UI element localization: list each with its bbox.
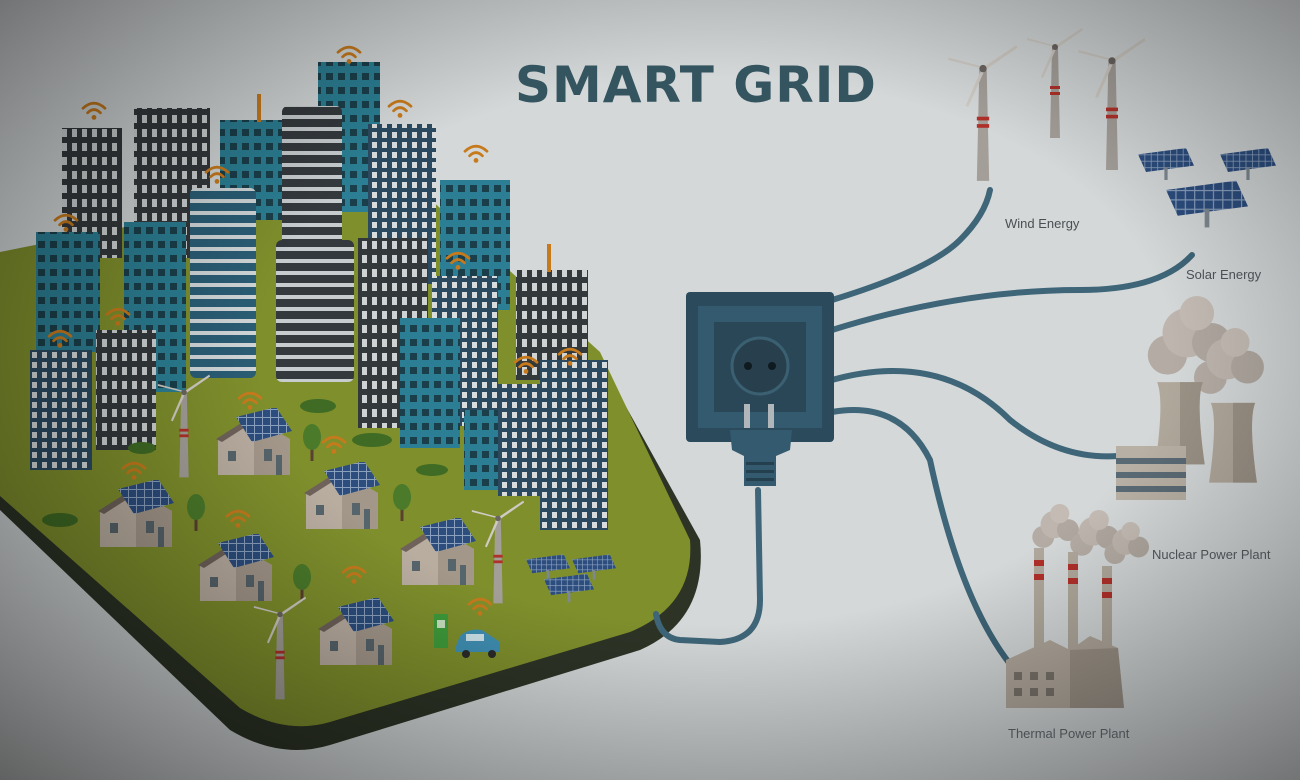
building	[30, 350, 92, 470]
shrub	[416, 464, 448, 476]
building	[400, 318, 460, 448]
diagram-title: SMART GRID	[515, 56, 877, 114]
antenna	[547, 244, 551, 272]
charging-station-icon	[434, 614, 448, 648]
wind-energy-label: Wind Energy	[1005, 216, 1080, 231]
building	[276, 240, 354, 382]
power-socket-icon	[686, 292, 834, 442]
shrub	[300, 399, 336, 413]
shrub	[128, 442, 156, 454]
charging-station-screen	[437, 620, 445, 628]
thermal-power-plant-label: Thermal Power Plant	[1008, 726, 1130, 741]
reactor-building	[1116, 446, 1186, 500]
shrub	[352, 433, 392, 447]
cooling-tower-icon	[1209, 402, 1257, 483]
building	[540, 360, 608, 530]
shrub	[42, 513, 78, 527]
solar-energy-label: Solar Energy	[1186, 267, 1262, 282]
building	[96, 330, 156, 450]
antenna	[257, 94, 261, 122]
building	[190, 188, 256, 378]
nuclear-power-plant-label: Nuclear Power Plant	[1152, 547, 1271, 562]
building	[282, 106, 342, 256]
